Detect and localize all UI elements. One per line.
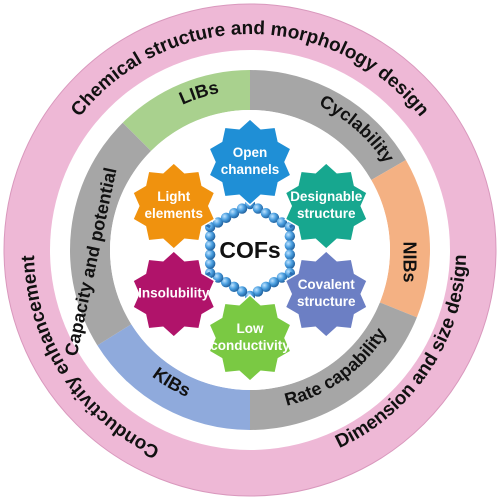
cof-bead bbox=[204, 258, 216, 269]
star-label-low-conductivity: Low bbox=[237, 321, 264, 336]
band-segment-rate bbox=[250, 302, 417, 430]
star-label-light-elements: Light bbox=[157, 189, 190, 204]
cof-bead bbox=[268, 277, 280, 288]
star-open-channels: Open channels bbox=[208, 117, 292, 207]
cof-bead bbox=[260, 208, 272, 219]
cof-bead bbox=[284, 258, 296, 269]
center-label: COFs bbox=[219, 237, 280, 263]
cof-bead bbox=[284, 231, 296, 242]
star-label-light-elements: elements bbox=[145, 206, 204, 221]
star-insolubility: Insolubility bbox=[131, 249, 216, 339]
cof-bead bbox=[236, 286, 248, 297]
cof-bead bbox=[268, 212, 280, 223]
star-label-designable-structure: structure bbox=[297, 206, 356, 221]
star-light-elements: Light elements bbox=[131, 161, 216, 251]
star-label-insolubility: Insolubility bbox=[138, 286, 210, 301]
band-segment-capacity bbox=[69, 122, 152, 346]
property-stars: OpenchannelsDesignablestructureCovalents… bbox=[131, 117, 369, 383]
band-segment-cyclability bbox=[250, 70, 406, 180]
band-segment-libs bbox=[122, 70, 250, 152]
star-low-conductivity: Low conductivity bbox=[208, 293, 292, 383]
cof-bead bbox=[228, 208, 240, 219]
star-shape-designable-structure bbox=[284, 161, 369, 251]
cof-bead bbox=[236, 203, 248, 214]
cof-bead bbox=[252, 286, 264, 297]
cof-bead bbox=[204, 231, 216, 242]
cof-bead bbox=[252, 203, 264, 214]
cof-bead bbox=[204, 240, 216, 251]
star-designable-structure: Designable structure bbox=[284, 161, 369, 251]
band-label-nibs: NIBs bbox=[399, 241, 419, 282]
star-shape-insolubility bbox=[131, 249, 216, 339]
cof-bead bbox=[260, 281, 272, 292]
band-segment-kibs bbox=[97, 324, 250, 430]
cof-bead bbox=[220, 277, 232, 288]
star-shape-light-elements bbox=[131, 161, 216, 251]
star-label-covalent-structure: Covalent bbox=[298, 277, 356, 292]
cof-bead bbox=[284, 240, 296, 251]
star-covalent-structure: Covalent structure bbox=[284, 249, 369, 339]
star-shape-low-conductivity bbox=[208, 293, 292, 383]
star-label-open-channels: channels bbox=[221, 162, 280, 177]
cof-bead bbox=[276, 272, 288, 283]
cof-bead bbox=[220, 212, 232, 223]
cof-bead bbox=[204, 249, 216, 260]
star-label-designable-structure: Designable bbox=[290, 189, 363, 204]
cof-bead bbox=[284, 249, 296, 260]
battery-band bbox=[69, 70, 430, 430]
star-shape-covalent-structure bbox=[284, 249, 369, 339]
cof-bead bbox=[276, 217, 288, 228]
star-label-open-channels: Open bbox=[233, 145, 268, 160]
band-segment-nibs bbox=[371, 160, 430, 318]
star-label-covalent-structure: structure bbox=[297, 294, 356, 309]
star-label-low-conductivity: conductivity bbox=[210, 338, 290, 353]
cof-bead bbox=[212, 217, 224, 228]
star-shape-open-channels bbox=[208, 117, 292, 207]
cof-bead bbox=[228, 281, 240, 292]
cof-bead bbox=[212, 272, 224, 283]
